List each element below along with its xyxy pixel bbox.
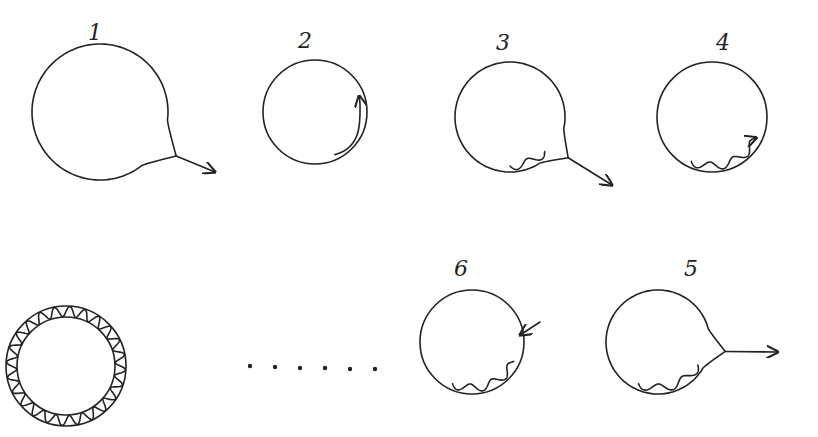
step-number: 6 xyxy=(454,258,468,280)
ring-outline xyxy=(6,306,126,426)
wavy-ring xyxy=(7,307,126,426)
ring-outline xyxy=(455,62,568,172)
ring-outline xyxy=(263,60,367,164)
direction-arrow xyxy=(176,156,215,172)
ring-outline xyxy=(32,44,176,180)
ring-outline xyxy=(17,317,115,415)
ring-outline xyxy=(420,290,524,394)
step-number: 5 xyxy=(684,258,698,280)
step-number: 1 xyxy=(88,22,102,44)
inner-strand xyxy=(335,96,360,155)
ellipsis-dots xyxy=(248,364,377,371)
inner-strand xyxy=(639,365,699,390)
direction-arrow xyxy=(568,158,612,185)
inner-strand xyxy=(453,361,514,390)
inner-strand xyxy=(691,138,756,169)
ring-outline xyxy=(606,290,725,394)
ring-outline xyxy=(657,62,767,172)
direction-arrow xyxy=(520,322,540,335)
step-number: 2 xyxy=(298,30,312,52)
step-number: 4 xyxy=(716,32,730,54)
inner-strand xyxy=(510,152,545,170)
step-number: 3 xyxy=(496,32,510,54)
direction-arrow xyxy=(725,351,778,353)
